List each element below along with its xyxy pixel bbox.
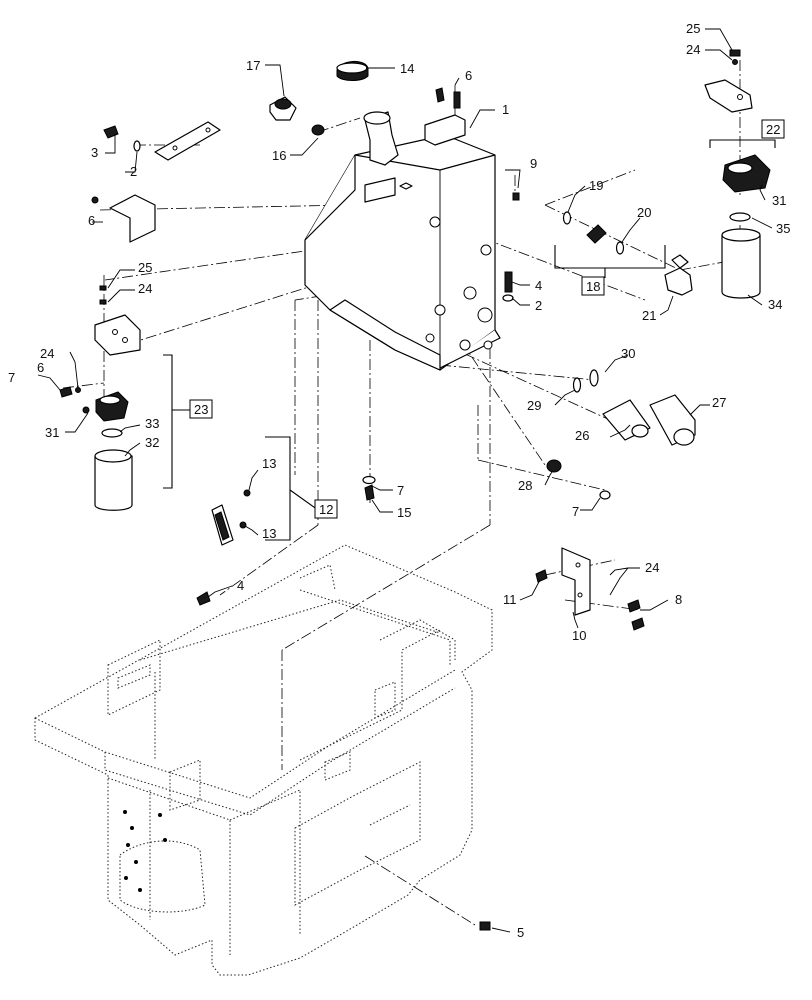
callout-7: 7 [572,504,579,519]
callout-24: 24 [645,560,659,575]
assembly-labels: 12 18 22 23 [189,119,785,519]
breather-fitting [311,124,325,136]
frame-holes [123,810,167,892]
callout-13: 13 [262,456,276,471]
hydraulic-tank [304,111,501,371]
callout-25: 25 [138,260,152,275]
hose-fittings [546,211,696,500]
callout-11: 11 [503,592,517,607]
assembly-12-label: 12 [319,502,333,517]
callout-31: 31 [772,193,786,208]
callout-6: 6 [37,360,44,375]
chassis-frame [34,544,493,976]
callout-4: 4 [237,578,244,593]
mounting-strap [103,121,221,161]
callout-3: 3 [91,145,98,160]
callout-16: 16 [272,148,286,163]
callout-7: 7 [397,483,404,498]
callout-15: 15 [397,505,411,520]
callout-26: 26 [575,428,589,443]
leader-lines [37,28,773,933]
callout-6: 6 [88,213,95,228]
callout-25: 25 [686,21,700,36]
callout-8: 8 [675,592,682,607]
callout-17: 17 [246,58,260,73]
callout-21: 21 [642,308,656,323]
callout-13: 13 [262,526,276,541]
callout-20: 20 [637,205,651,220]
callout-34: 34 [768,297,782,312]
angle-bracket-left [91,194,156,243]
callout-31: 31 [45,425,59,440]
callout-9: 9 [530,156,537,171]
assembly-18-label: 18 [586,279,600,294]
callout-1: 1 [502,102,509,117]
callout-32: 32 [145,435,159,450]
callout-33: 33 [145,416,159,431]
filter-mount-bracket [94,314,141,356]
angle-bracket-right [704,79,753,113]
callout-14: 14 [400,61,414,76]
callout-24: 24 [138,281,152,296]
return-filter-assembly [721,154,771,299]
callout-10: 10 [572,628,586,643]
side-bracket [561,547,591,616]
callout-30: 30 [621,346,635,361]
callout-24: 24 [686,42,700,57]
callout-5: 5 [517,925,524,940]
callout-24: 24 [40,346,54,361]
callout-7: 7 [8,370,15,385]
callout-labels: 1 2 2 3 4 4 5 6 6 6 7 7 7 8 9 10 11 13 1… [8,21,790,940]
assembly-brackets [163,139,776,541]
callout-6: 6 [465,68,472,83]
callout-28: 28 [518,478,532,493]
sight-gauge [211,489,251,546]
assembly-23-label: 23 [194,402,208,417]
callout-2: 2 [130,164,137,179]
callout-2: 2 [535,298,542,313]
callout-29: 29 [527,398,541,413]
breather-cap [269,96,297,121]
assembly-22-label: 22 [766,122,780,137]
filler-cap [336,61,369,81]
callout-27: 27 [712,395,726,410]
callout-35: 35 [776,221,790,236]
callout-4: 4 [535,278,542,293]
callout-19: 19 [589,178,603,193]
suction-filter-assembly [94,391,133,511]
